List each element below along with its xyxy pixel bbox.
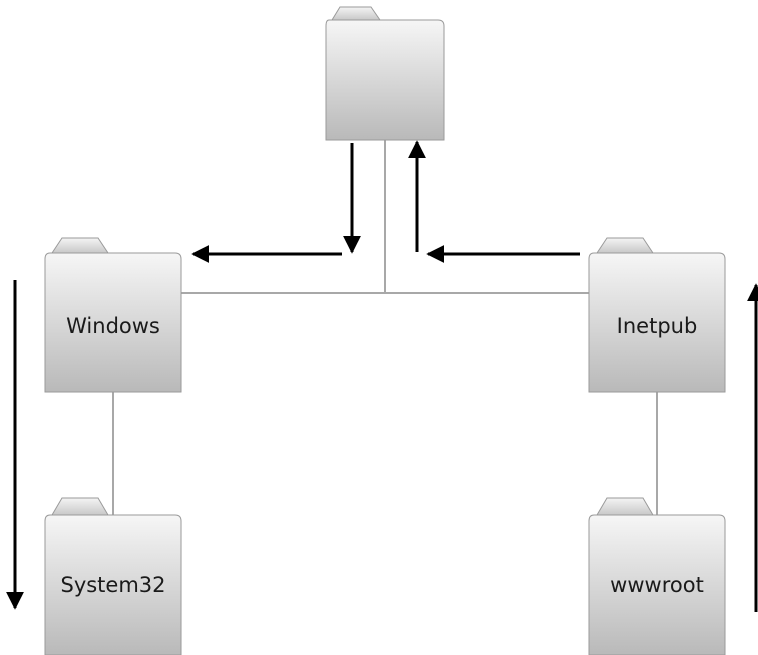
folder-body <box>325 19 445 141</box>
folder-root[interactable] <box>325 6 445 141</box>
folder-body <box>44 514 182 655</box>
navigation-arrows <box>6 140 758 612</box>
folder-inetpub-label: Inetpub <box>617 314 698 338</box>
folder-wwwroot-label: wwwroot <box>610 573 704 597</box>
folder-icon <box>331 6 381 21</box>
folder-body <box>44 252 182 393</box>
connector-lines <box>112 140 658 515</box>
folder-windows[interactable]: Windows <box>44 237 182 393</box>
folder-icon <box>596 237 654 254</box>
folder-icon <box>51 497 109 516</box>
folder-system32[interactable]: System32 <box>44 497 182 655</box>
folder-inetpub[interactable]: Inetpub <box>588 237 726 393</box>
folder-body <box>588 252 726 393</box>
folder-system32-label: System32 <box>60 573 165 597</box>
folder-wwwroot[interactable]: wwwroot <box>588 497 726 655</box>
folder-icon <box>596 497 654 516</box>
folder-icon <box>51 237 109 254</box>
folder-windows-label: Windows <box>66 314 160 338</box>
folder-body <box>588 514 726 655</box>
